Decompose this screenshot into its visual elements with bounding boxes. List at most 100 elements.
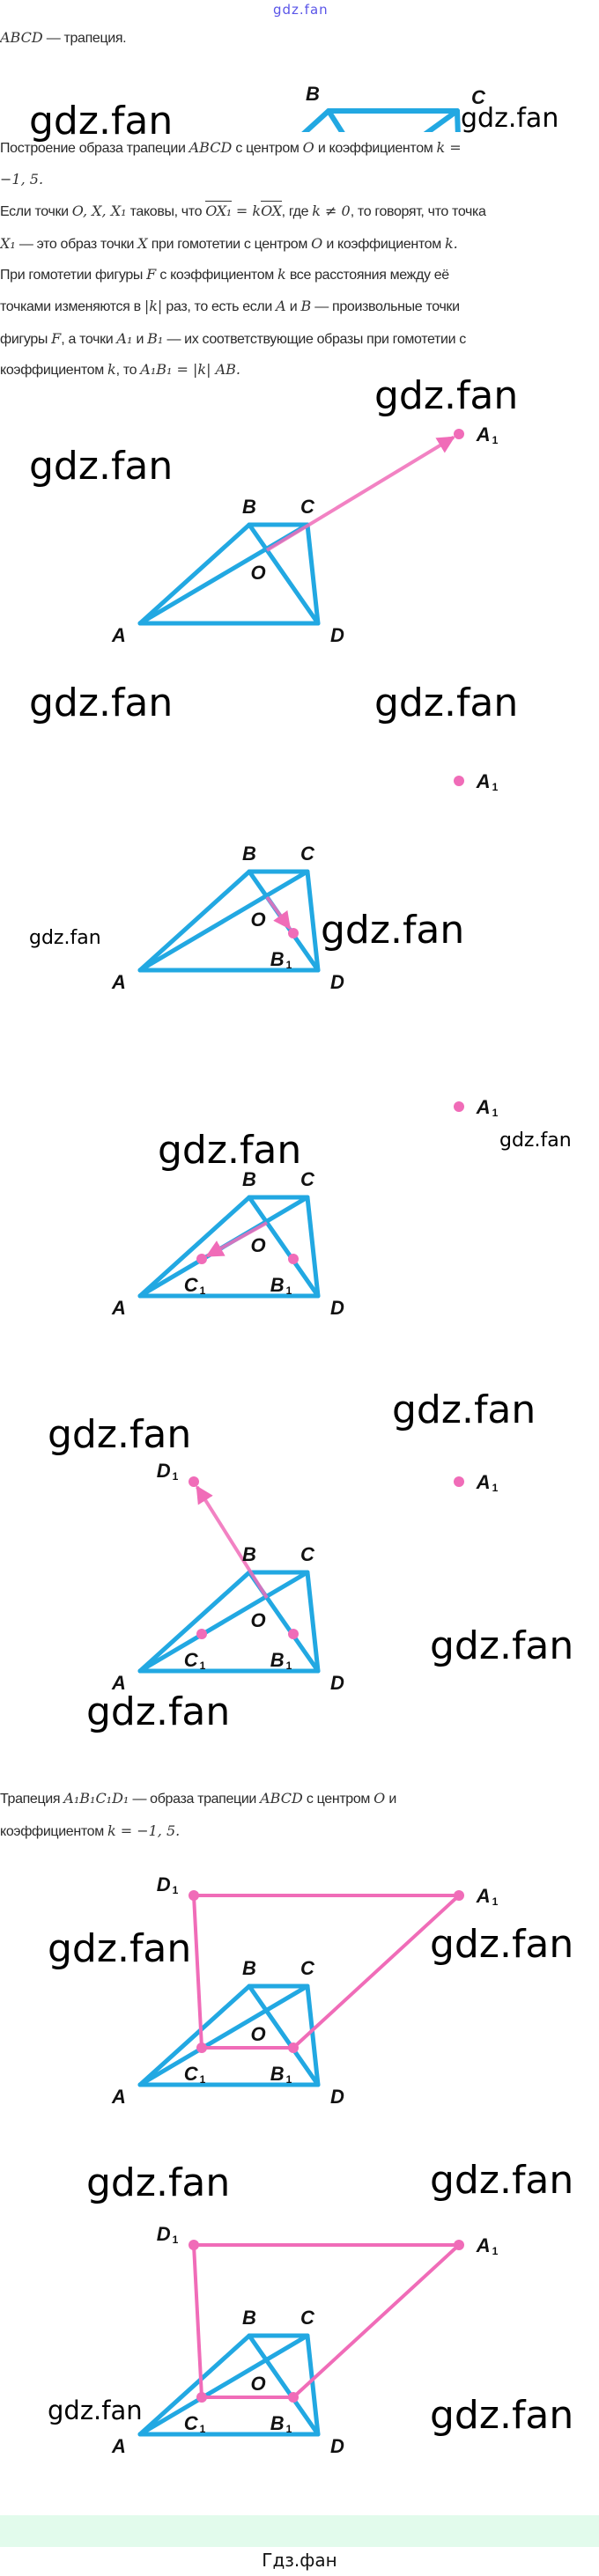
math-formula: F <box>51 330 62 347</box>
label-letter: B <box>242 1168 256 1190</box>
point-label-b: B <box>242 1168 256 1190</box>
math-formula: F <box>146 266 157 283</box>
text-segment: — произвольные точки <box>311 299 460 314</box>
label-letter: A <box>111 2435 126 2457</box>
point-label-c: C <box>471 86 486 108</box>
point-label-b: B <box>242 2307 256 2329</box>
text-segment: Если точки <box>0 204 72 219</box>
partial-lines <box>301 108 461 132</box>
label-letter: C <box>184 2412 199 2434</box>
point-label-o: O <box>250 562 265 584</box>
label-letter: D <box>330 971 344 993</box>
watermark: gdz.fan <box>86 1689 231 1734</box>
trapezoid-segment-ac <box>137 1984 310 2087</box>
label-letter: A <box>476 2234 491 2256</box>
point-label-d: D <box>330 624 344 646</box>
top-watermark: gdz.fan <box>273 2 329 18</box>
text-segment: Трапеция <box>0 1792 64 1807</box>
watermark: gdz.fan <box>86 2160 231 2205</box>
point-label-c: C <box>300 2307 315 2329</box>
point-label-c: C <box>300 1957 315 1979</box>
text-line: коэффициентом k = −1, 5. <box>0 1822 180 1841</box>
text-segment: При гомотетии фигуры <box>0 268 147 283</box>
trapezoid-segment-ab <box>137 869 252 973</box>
label-subscript: 1 <box>286 2423 292 2435</box>
homothety-arrow <box>196 1485 269 1600</box>
label-subscript: 1 <box>200 2073 206 2086</box>
label-letter: O <box>250 1234 265 1256</box>
watermark: gdz.fan <box>374 373 519 418</box>
label-letter: D <box>330 2086 344 2108</box>
math-formula: A₁B₁ = |k| AB. <box>140 361 240 378</box>
label-subscript: 1 <box>286 959 292 971</box>
label-letter: A <box>476 770 491 792</box>
label-letter: C <box>184 2063 199 2085</box>
label-letter: B <box>270 2412 285 2434</box>
point-label-c: C <box>300 1543 315 1565</box>
label-letter: A <box>476 1471 491 1493</box>
label-letter: B <box>270 2063 285 2085</box>
text-line: −1, 5. <box>0 171 43 189</box>
math-formula: ABCD <box>0 29 43 46</box>
point-label-a: A <box>111 2435 126 2457</box>
image-trapezoid <box>192 2243 461 2399</box>
label-letter: D <box>330 624 344 646</box>
trapezoid-segment-bd <box>247 1984 321 2087</box>
image-trapezoid <box>192 1894 461 2050</box>
label-letter: C <box>300 1957 315 1979</box>
point-a1 <box>454 776 464 786</box>
homothety-arrow <box>265 895 292 930</box>
label-letter: A <box>111 2086 126 2108</box>
point-a1 <box>454 1101 464 1112</box>
math-formula: X₁ <box>0 235 16 252</box>
text-segment: и <box>132 332 148 347</box>
math-formula: ABCD <box>260 1790 303 1807</box>
text-line: X₁ — это образ точки X при гомотетии с ц… <box>0 235 458 254</box>
footer-link[interactable]: Гдз.фан <box>262 2550 337 2571</box>
label-letter: O <box>250 562 265 584</box>
trapezoid-segment-ac <box>137 869 310 973</box>
point-label-b: B <box>242 1957 256 1979</box>
point-label-b: B <box>242 1543 256 1565</box>
label-letter: D <box>330 2435 344 2457</box>
trapezoid-segment-cd <box>305 2333 321 2437</box>
math-formula: B <box>300 298 312 314</box>
label-subscript: 1 <box>492 1107 499 1119</box>
label-letter: B <box>242 1543 256 1565</box>
point-a1 <box>454 1890 464 1901</box>
point-b1 <box>288 1629 299 1639</box>
text-segment: точками изменяются в <box>0 299 144 314</box>
point-label-a: A <box>111 971 126 993</box>
trapezoid-segment <box>326 108 345 132</box>
label-letter: C <box>184 1649 199 1671</box>
math-formula: A <box>276 298 286 314</box>
trapezoid-segment-cd <box>305 1984 321 2087</box>
point-b1 <box>288 2392 299 2403</box>
trapezoid-segment-cd <box>305 1570 321 1674</box>
watermark: gdz.fan <box>48 1412 192 1457</box>
watermark: gdz.fan <box>392 1387 536 1432</box>
point-label-a: A <box>111 1297 126 1319</box>
text-segment: и <box>385 1792 396 1807</box>
watermark: gdz.fan <box>430 1922 574 1967</box>
watermark: gdz.fan <box>430 1623 574 1668</box>
label-subscript: 1 <box>492 1895 499 1908</box>
trapezoid-segment-ac <box>137 1570 310 1674</box>
text-segment: все расстояния между её <box>285 268 449 283</box>
text-line: коэффициентом k, то A₁B₁ = |k| AB. <box>0 361 240 379</box>
text-segment: — образа трапеции <box>129 1792 261 1807</box>
text-segment: Построение образа трапеции <box>0 141 189 156</box>
label-subscript: 1 <box>200 2423 206 2435</box>
label-subscript: 1 <box>492 434 499 446</box>
math-formula: k. <box>444 235 458 252</box>
point-c1 <box>196 1629 207 1639</box>
